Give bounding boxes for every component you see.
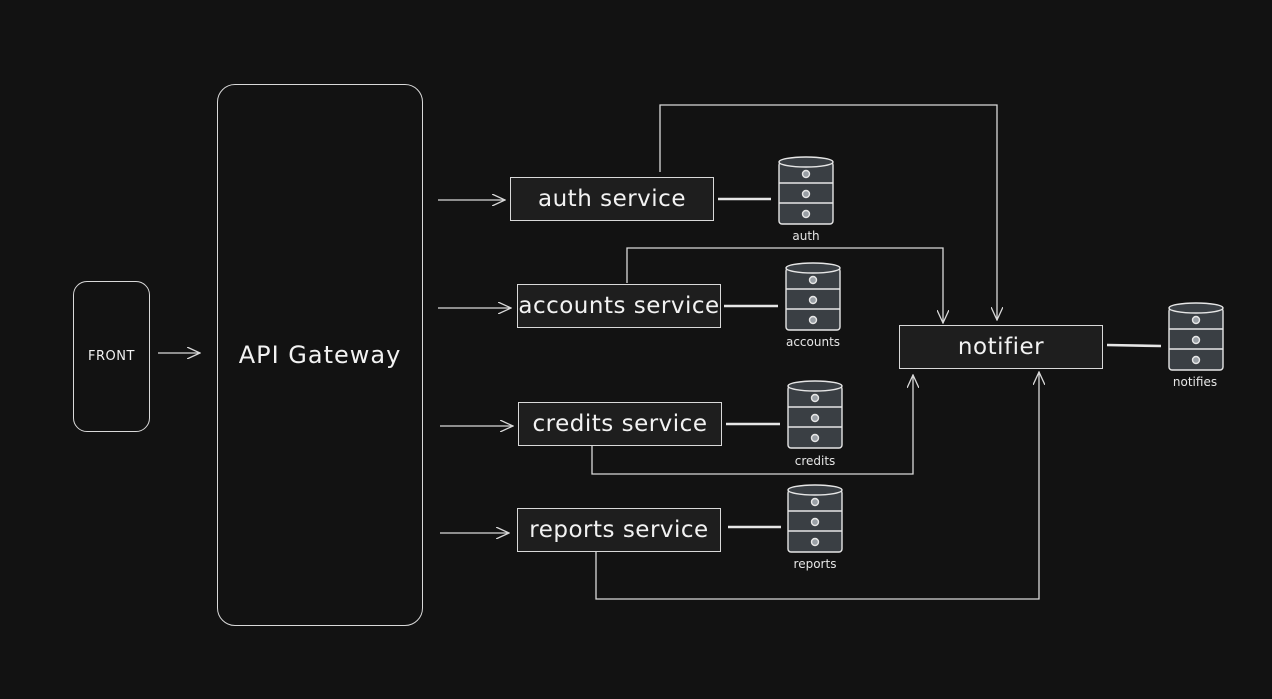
reports-db-label: reports (793, 557, 837, 571)
reports-database-icon (787, 484, 843, 553)
link-notifier-db (1106, 343, 1162, 348)
auth-service-node: auth service (510, 177, 714, 221)
edge-reports-to-notifier (595, 372, 1039, 600)
api-gateway-label: API Gateway (238, 341, 402, 369)
reports-service-node: reports service (517, 508, 721, 552)
notifies-db-label: notifies (1172, 375, 1218, 389)
accounts-service-node: accounts service (517, 284, 721, 328)
edge-credits-to-notifier (591, 375, 913, 475)
reports-service-label: reports service (529, 517, 709, 543)
accounts-db-label: accounts (785, 335, 841, 349)
notifies-database-icon (1168, 302, 1224, 371)
credits-db-label: credits (794, 454, 836, 468)
api-gateway-node: API Gateway (217, 84, 423, 626)
credits-database-icon (787, 380, 843, 449)
auth-service-label: auth service (538, 186, 686, 212)
front-label: FRONT (88, 349, 135, 364)
front-node: FRONT (73, 281, 150, 432)
auth-db-label: auth (792, 229, 820, 243)
edge-auth-to-notifier (659, 104, 997, 320)
notifier-node: notifier (899, 325, 1103, 369)
edge-accounts-to-notifier (626, 247, 943, 323)
accounts-database-icon (785, 262, 841, 331)
auth-database-icon (778, 156, 834, 225)
credits-service-label: credits service (532, 411, 708, 437)
notifier-label: notifier (957, 334, 1045, 360)
accounts-service-label: accounts service (518, 293, 720, 319)
credits-service-node: credits service (518, 402, 722, 446)
